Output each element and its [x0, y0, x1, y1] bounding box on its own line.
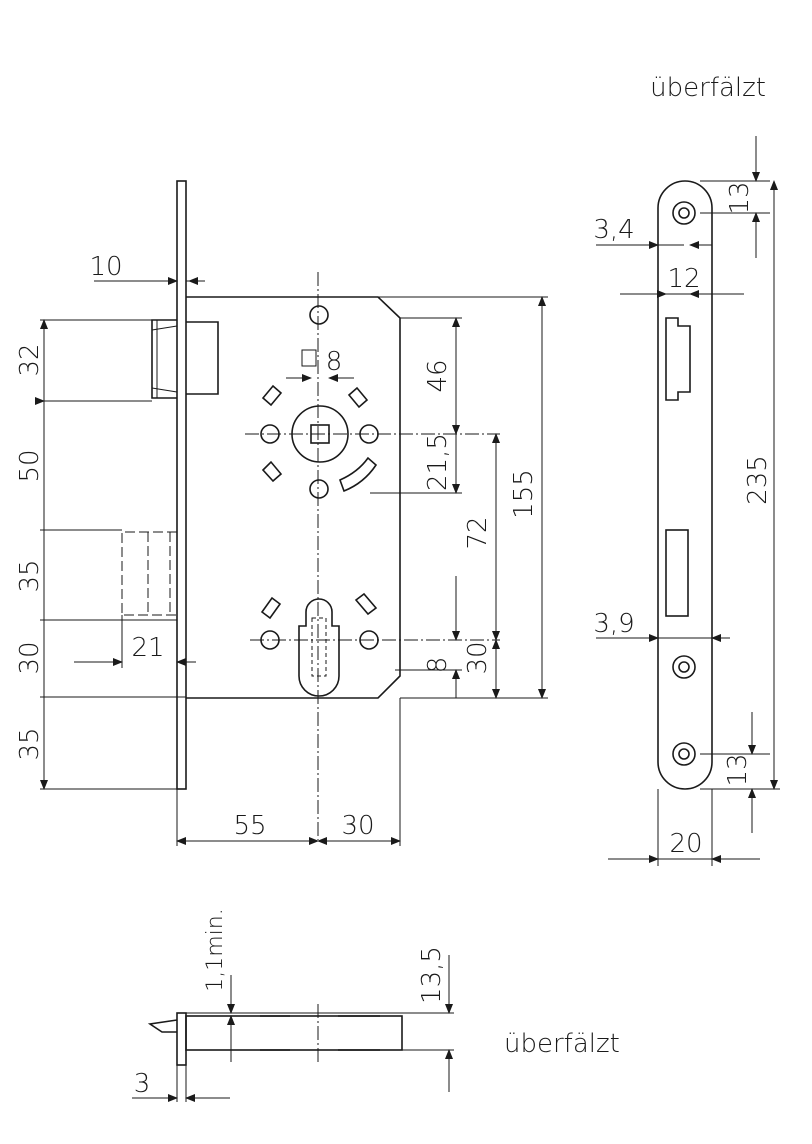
dim-top-to-follower: 46	[423, 359, 453, 392]
dim-latch-height: 32	[15, 343, 45, 376]
dim-min-thickness: 1,1min.	[203, 908, 228, 991]
dim-follower-to-bolt: 35	[15, 559, 45, 592]
dim-backset: 55	[233, 811, 266, 841]
dim-cylinder-to-bottom: 35	[15, 727, 45, 760]
label-rebated-top: überfälzt	[650, 73, 766, 103]
faceplate	[176, 180, 187, 790]
dim-faceplate-thickness: 10	[89, 252, 122, 282]
label-rebated-bottom: überfälzt	[504, 1029, 620, 1059]
dim-case-height: 155	[509, 469, 539, 519]
cylinder-cutout	[298, 598, 340, 697]
dim-bolt-throw: 21	[131, 633, 164, 663]
dim-latch-width: 12	[667, 264, 700, 294]
dim-follower-square: 8	[326, 347, 343, 377]
faceplate-front	[657, 180, 713, 790]
follower-square	[310, 424, 330, 444]
dim-case-to-cylinder: 30	[341, 811, 374, 841]
follower-hub	[291, 405, 349, 463]
dim-cylinder-size: 8	[423, 657, 453, 674]
dead-bolt	[121, 531, 177, 616]
latch-bolt	[151, 319, 177, 399]
front-view: überfälzt 13 235 13 3,4 12	[593, 73, 780, 866]
dim-faceplate-height: 235	[743, 455, 773, 505]
dim-hole-offset-mid: 3,9	[593, 609, 634, 639]
dim-hole-offset-top: 3,4	[593, 215, 634, 245]
dim-distance: 72	[463, 516, 493, 549]
dim-rebate-step: 3	[134, 1069, 151, 1099]
top-view: 1,1min. 13,5 3 überfälzt	[132, 908, 620, 1102]
dim-follower-offset: 21,5	[423, 433, 453, 491]
side-view: 32 50 35 30 35 10 21 55 30 8	[15, 180, 548, 846]
dim-screw-bottom: 13	[723, 753, 753, 786]
dim-faceplate-width: 20	[669, 829, 702, 859]
dim-latch-to-follower: 50	[15, 449, 45, 482]
dim-rebate-depth: 13,5	[417, 946, 447, 1004]
dim-screw-top: 13	[725, 181, 755, 214]
dim-cylinder-height: 30	[463, 641, 493, 674]
dim-bolt-to-cylinder: 30	[15, 641, 45, 674]
lock-case	[186, 296, 401, 699]
